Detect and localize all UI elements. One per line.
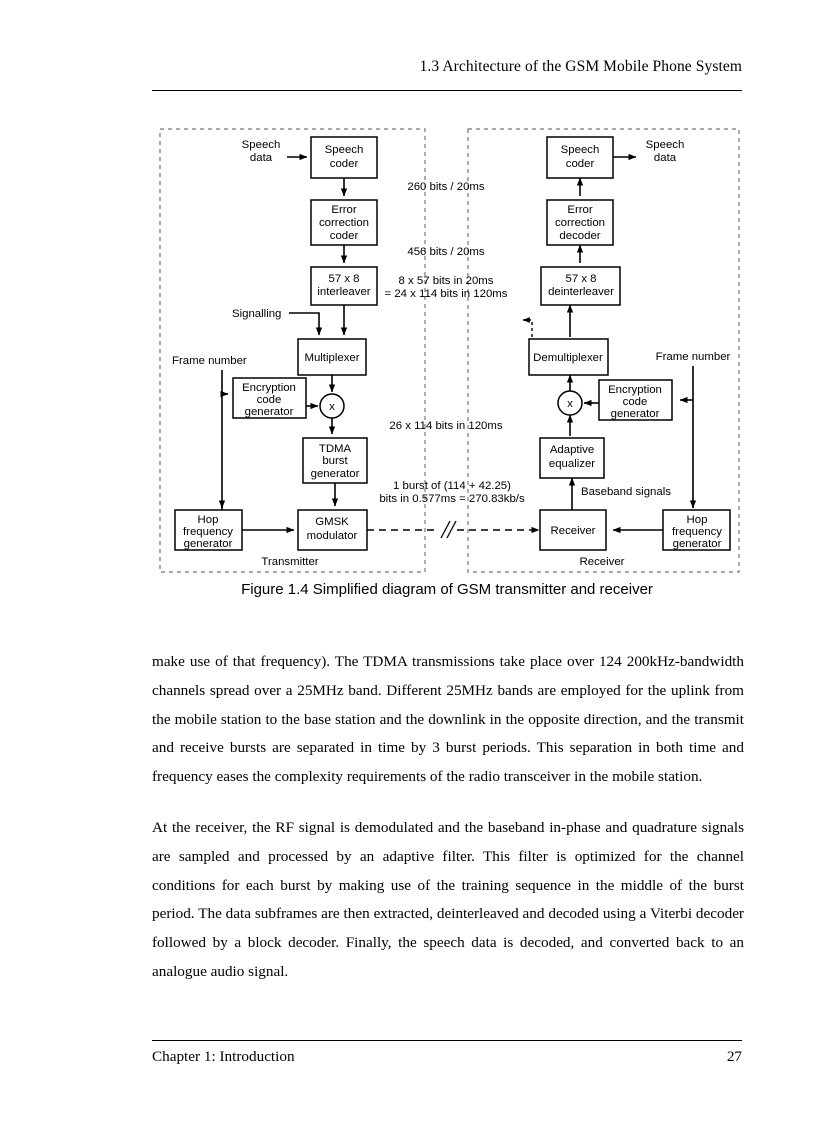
receiver-panel-label: Receiver [580,556,625,568]
figure-caption: Figure 1.4 Simplified diagram of GSM tra… [241,581,653,598]
tx-hop-label-line3: generator [184,538,233,550]
rx-encryption-code-generator-block [598,379,673,421]
body-paragraph-1: make use of that frequency). The TDMA tr… [152,653,744,786]
rx-equalizer-label-line2: equalizer [549,458,595,470]
tx-interleaver-label-line1: 57 x 8 [328,273,359,285]
tx-mixer-node [319,393,345,419]
running-header: 1.3 Architecture of the GSM Mobile Phone… [419,58,742,75]
rx-mixer-symbol: x [567,398,573,410]
annotation-interleave-line1: 8 x 57 bits in 20ms [399,275,494,287]
figure-1-4: Speech data Speech coder Error correctio… [159,128,740,573]
tx-multiplexer-block [297,338,367,376]
footer-rule [152,1040,742,1041]
rx-speech-coder-label-line1: Speech [561,144,600,156]
tx-error-coder-label-line1: Error [331,204,357,216]
tx-speech-data-label-line2: data [250,152,273,164]
tx-mixer-symbol: x [329,401,335,413]
tx-tdma-burst-generator-block [302,437,368,484]
header-rule [152,90,742,91]
tx-encryption-code-generator-block [232,377,307,419]
annotation-tdma-rate: 26 x 114 bits in 120ms [389,420,502,432]
tx-speech-coder-label-line2: coder [330,158,359,170]
tx-multiplexer-label: Multiplexer [304,352,359,364]
tx-encryption-label-line2: code [257,394,282,406]
rx-hop-label-line1: Hop [687,514,708,526]
rx-error-decoder-label-line3: decoder [559,230,600,242]
rx-speech-data-label-line2: data [654,152,677,164]
body-text: make use of that frequency). The TDMA tr… [152,648,744,987]
tx-error-coder-label-line2: correction [319,217,369,229]
rx-hop-label-line2: frequency [672,526,722,538]
rx-demultiplexer-block [528,338,609,376]
rx-equalizer-label-line1: Adaptive [550,444,594,456]
transmitter-panel-label: Transmitter [261,556,318,568]
rx-receiver-label: Receiver [551,525,596,537]
rf-link-break-slash-2 [446,520,457,539]
footer-chapter-label: Chapter 1: Introduction [152,1048,295,1065]
baseband-signals-label: Baseband signals [581,486,671,498]
tx-hop-label-line1: Hop [198,514,219,526]
tx-encryption-label-line3: generator [245,406,294,418]
rx-deinterleaver-label-line2: deinterleaver [548,286,614,298]
tx-frame-number-label: Frame number [172,355,247,367]
tx-speech-coder-label-line1: Speech [325,144,364,156]
tx-encryption-label-line1: Encryption [242,382,296,394]
rx-frame-number-label: Frame number [656,351,731,363]
rx-error-correction-decoder-block [546,199,614,246]
annotation-burst-line2: bits in 0.577ms = 270.83kb/s [379,493,525,505]
rx-signalling-output-arrow [522,317,533,337]
tx-hop-frequency-generator-block [174,509,243,551]
page-footer: Chapter 1: Introduction 27 [152,1048,742,1066]
tx-tdma-label-line1: TDMA [319,443,352,455]
annotation-burst-line1: 1 burst of (114 + 42.25) [393,480,511,492]
tx-gmsk-modulator-block [297,509,368,551]
tx-tdma-label-line3: generator [311,468,360,480]
rx-demultiplexer-label: Demultiplexer [533,352,603,364]
receiver-panel-border [467,128,740,573]
tx-interleaver-label-line2: interleaver [317,286,370,298]
annotation-260-bits: 260 bits / 20ms [407,181,485,193]
rx-speech-data-label-line1: Speech [646,139,685,151]
rx-encryption-label-line3: generator [611,408,660,420]
tx-speech-coder-block [310,136,378,179]
rx-hop-label-line3: generator [673,538,722,550]
signalling-label: Signalling [232,308,281,320]
tx-speech-data-label-line1: Speech [242,139,281,151]
tx-tdma-label-line2: burst [322,455,348,467]
rx-deinterleaver-label-line1: 57 x 8 [565,273,596,285]
tx-error-correction-coder-block [310,199,378,246]
annotation-interleave-line2: = 24 x 114 bits in 120ms [385,288,508,300]
body-paragraph-2: At the receiver, the RF signal is demodu… [152,818,744,980]
rx-error-decoder-label-line2: correction [555,217,605,229]
rx-encryption-label-line2: code [623,396,648,408]
rx-receiver-block [539,509,607,551]
tx-interleaver-block [310,266,378,306]
rx-error-decoder-label-line1: Error [567,204,593,216]
rx-deinterleaver-block [540,266,621,306]
transmitter-panel-border [159,128,426,573]
tx-error-coder-label-line3: coder [330,230,359,242]
rx-speech-coder-label-line2: coder [566,158,595,170]
tx-gmsk-label-line1: GMSK [315,516,349,528]
footer-page-number: 27 [726,1048,742,1065]
rx-adaptive-equalizer-block [539,437,605,479]
rx-speech-coder-block [546,136,614,179]
tx-hop-label-line2: frequency [183,526,233,538]
tx-gmsk-label-line2: modulator [307,530,358,542]
rx-mixer-node [557,390,583,416]
rf-link-break-slash-1 [440,520,451,539]
arrow-signalling-to-multiplexer [289,312,323,336]
rx-hop-frequency-generator-block [662,509,731,551]
rx-encryption-label-line1: Encryption [608,384,662,396]
annotation-456-bits: 456 bits / 20ms [407,246,485,258]
